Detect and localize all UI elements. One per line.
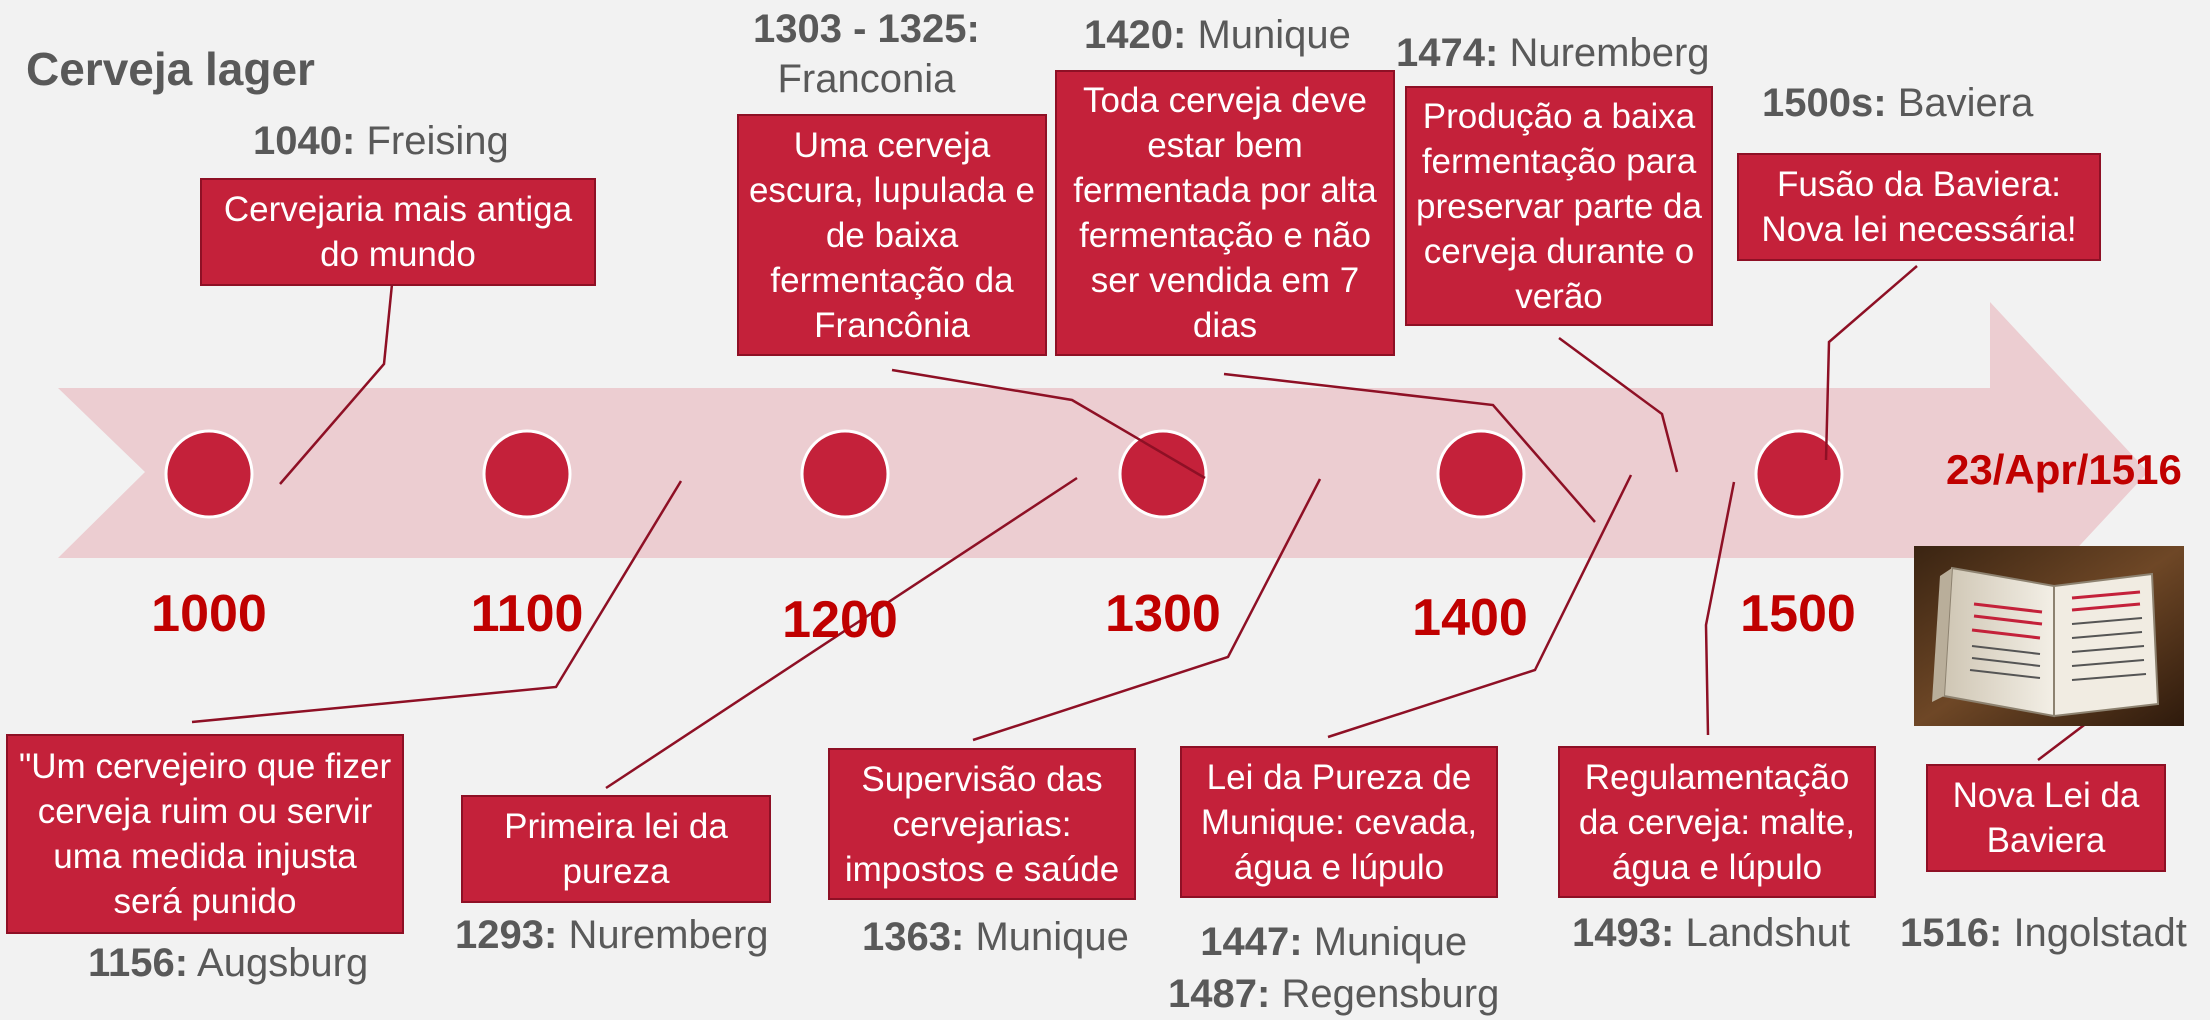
axis-year-1000: 1000 <box>151 585 267 643</box>
connector-1156 <box>191 480 683 724</box>
caption-1447-1487: 1447: Munique 1487: Regensburg <box>1168 920 1500 1016</box>
connector-1474 <box>1558 336 1679 473</box>
end-date-label: 23/Apr/1516 <box>1946 446 2182 493</box>
axis-year-1300: 1300 <box>1105 585 1221 643</box>
timeline-node-1400 <box>1436 429 1526 519</box>
event-box-1474: Produção a baixa fermentação para preser… <box>1405 86 1713 326</box>
timeline-node-1300 <box>1118 429 1208 519</box>
timeline-node-1100 <box>482 429 572 519</box>
event-box-1303: Uma cerveja escura, lupulada e de baixa … <box>737 114 1047 356</box>
axis-year-1100: 1100 <box>470 585 584 643</box>
caption-1493: 1493: Landshut <box>1572 911 1851 955</box>
event-box-1156: "Um cervejeiro que fizer cerveja ruim ou… <box>6 734 404 934</box>
caption-1516: 1516: Ingolstadt <box>1900 911 2187 955</box>
caption-1500s: 1500s: Baviera <box>1762 81 2034 125</box>
axis-year-1400: 1400 <box>1412 589 1528 647</box>
book-image <box>1914 546 2184 726</box>
timeline-node-1200 <box>800 429 890 519</box>
connector-1420 <box>1223 372 1596 523</box>
connector-1040 <box>279 283 394 485</box>
caption-1363: 1363: Munique <box>862 915 1129 959</box>
connector-1447 <box>1327 474 1633 739</box>
event-box-1493: Regulamentação da cerveja: malte, água e… <box>1558 746 1876 898</box>
caption-1040: 1040: Freising <box>253 119 509 163</box>
page-title: Cerveja lager <box>26 43 315 95</box>
event-box-1420: Toda cerveja deve estar bem fermentada p… <box>1055 70 1395 356</box>
caption-1303: 1303 - 1325:Franconia <box>753 7 980 101</box>
caption-1293: 1293: Nuremberg <box>455 913 769 957</box>
caption-1156: 1156: Augsburg <box>88 941 369 985</box>
connector-1363 <box>972 478 1322 742</box>
connector-1303 <box>891 368 1206 480</box>
axis-year-1500: 1500 <box>1740 585 1856 643</box>
timeline-node-1000 <box>164 429 254 519</box>
caption-1420: 1420: Munique <box>1084 13 1351 57</box>
timeline-node-1500 <box>1754 429 1844 519</box>
event-box-1500s: Fusão da Baviera: Nova lei necessária! <box>1737 153 2101 261</box>
timeline-arrow <box>58 302 2148 642</box>
connector-1493 <box>1704 481 1736 736</box>
connector-1293 <box>605 476 1078 790</box>
event-box-1516: Nova Lei da Baviera <box>1926 764 2166 872</box>
axis-year-1200: 1200 <box>782 591 898 649</box>
event-box-1040: Cervejaria mais antiga do mundo <box>200 178 596 286</box>
connector-1500s <box>1824 265 1918 461</box>
caption-1474: 1474: Nuremberg <box>1396 31 1710 75</box>
event-box-1447: Lei da Pureza de Munique: cevada, água e… <box>1180 746 1498 898</box>
event-box-1293: Primeira lei da pureza <box>461 795 771 903</box>
event-box-1363: Supervisão das cervejarias: impostos e s… <box>828 748 1136 900</box>
